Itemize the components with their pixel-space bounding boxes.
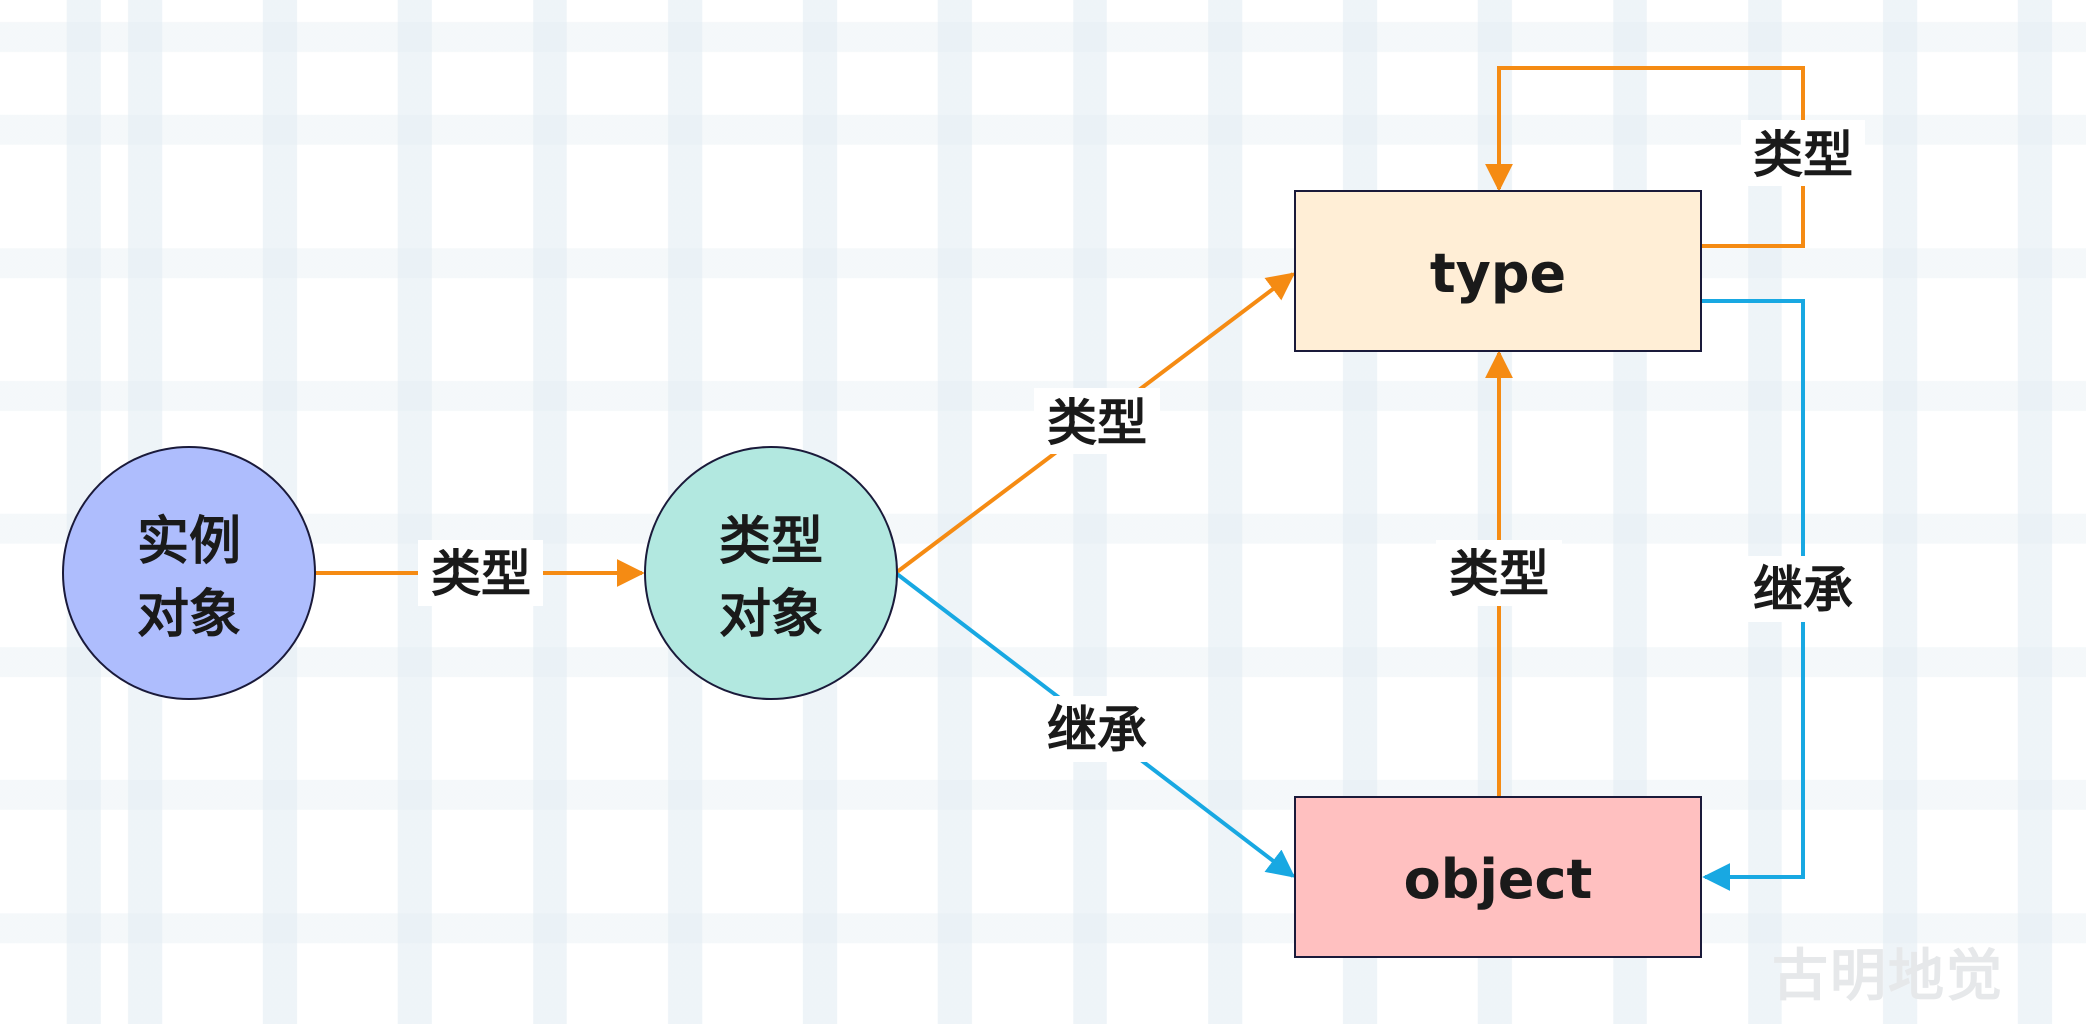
edge-type-to-object: 继承 xyxy=(1701,299,1865,891)
edge-type-self-loop: 类型 xyxy=(1485,66,1865,248)
edge-label-typeobject-object: 继承 xyxy=(1047,701,1147,759)
edge-label-type-self: 类型 xyxy=(1753,126,1853,184)
edge-label-object-type: 类型 xyxy=(1449,545,1549,603)
edge-instance-to-typeobject: 类型 xyxy=(315,540,645,606)
edge-label-type-object: 继承 xyxy=(1753,561,1853,619)
node-typeobject-line2: 对象 xyxy=(719,585,823,645)
node-type-label: type xyxy=(1430,242,1566,305)
edge-label-bg xyxy=(1436,540,1562,606)
node-type-box xyxy=(1294,190,1702,352)
node-object: object xyxy=(1294,796,1702,958)
edge-label-typeobject-type: 类型 xyxy=(1047,394,1147,452)
node-type-object: 类型 对象 xyxy=(644,446,898,700)
edge-object-to-type: 类型 xyxy=(1436,350,1562,796)
node-instance-line2: 对象 xyxy=(137,585,241,645)
edge-label-instance-type: 类型 xyxy=(431,545,531,603)
edge-label-bg xyxy=(418,540,543,606)
node-typeobject-circle xyxy=(644,446,898,700)
node-instance-object: 实例 对象 xyxy=(62,446,316,700)
node-type: type xyxy=(1294,190,1702,352)
edge-typeobject-to-object: 继承 xyxy=(895,572,1296,878)
edge-label-bg xyxy=(1741,120,1865,186)
node-instance-circle xyxy=(62,446,316,700)
node-instance-line1: 实例 xyxy=(137,512,241,572)
node-object-box xyxy=(1294,796,1702,958)
watermark: 古明地觉 xyxy=(1772,944,2004,1009)
edge-label-bg xyxy=(1034,388,1160,454)
edge-label-bg xyxy=(1741,556,1865,622)
node-typeobject-line1: 类型 xyxy=(719,512,823,572)
node-object-label: object xyxy=(1404,848,1593,911)
edge-typeobject-to-type: 类型 xyxy=(895,272,1296,574)
edge-label-bg xyxy=(1034,696,1160,762)
